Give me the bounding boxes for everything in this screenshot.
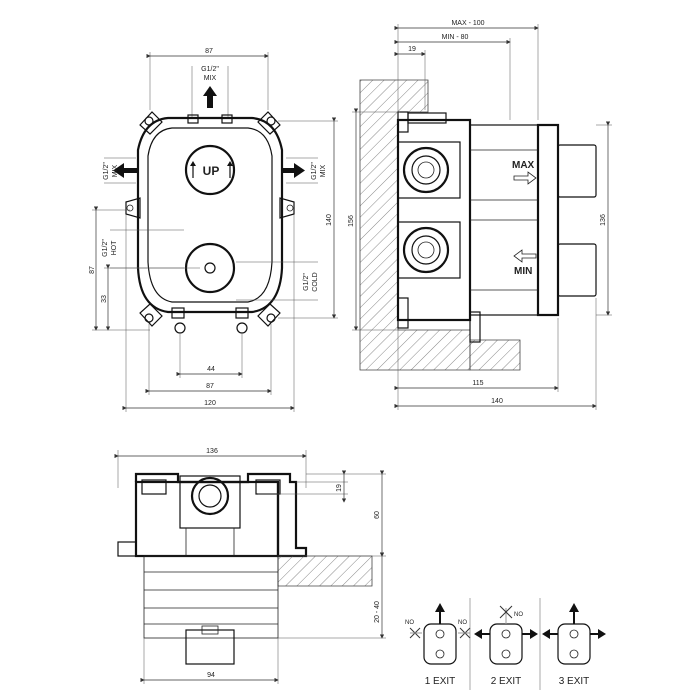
outlet-top-label: G1/2"	[201, 66, 219, 73]
max-label: MAX	[512, 160, 535, 171]
inlet-hot-sub: HOT	[111, 240, 118, 256]
bottom-port	[179, 475, 241, 529]
exit-1-right-cross-icon	[458, 627, 471, 639]
dim-bottom-120: 120	[204, 400, 216, 407]
mounting-ear-tl	[139, 111, 163, 135]
dim-19-bottom: 19	[336, 484, 343, 492]
min-arrow-icon	[513, 249, 537, 263]
dim-136-side: 136	[600, 214, 607, 226]
dim-115: 115	[472, 380, 483, 387]
inlet-hot-label: G1/2"	[102, 239, 109, 257]
exit-icon-2: NO 2 EXIT	[474, 605, 538, 687]
outlet-top-sub: MIX	[204, 75, 217, 82]
dim-max-100: MAX - 100	[451, 20, 484, 27]
outlet-left-sub: MIX	[112, 164, 119, 177]
bottom-body-top	[134, 472, 308, 558]
outlet-top-arrow-icon	[203, 86, 217, 108]
mounting-ear-tr	[257, 111, 281, 135]
exit-1-label: 1 EXIT	[425, 676, 456, 687]
dim-top-87: 87	[205, 48, 213, 55]
dim-left-33: 33	[101, 295, 108, 303]
dim-19: 19	[408, 46, 416, 53]
upper-port-circle	[184, 144, 236, 196]
outlet-left-arrow-icon	[113, 163, 138, 178]
dim-min-80: MIN - 80	[442, 34, 469, 41]
exit-1-no-left: NO	[405, 620, 414, 626]
up-label: UP	[203, 164, 220, 178]
dim-140-side: 140	[491, 398, 503, 405]
exit-2-no-top: NO	[514, 612, 523, 618]
dim-left-87: 87	[89, 266, 96, 274]
outlet-left-label: G1/2"	[103, 162, 110, 180]
outlet-right-arrow-icon	[282, 163, 305, 178]
inlet-cold-label: G1/2"	[303, 273, 310, 291]
side-clip-right	[279, 197, 295, 219]
mounting-ear-bl	[139, 303, 163, 327]
front-view: 87 G1/2" MIX	[89, 48, 338, 412]
exit-2-top-cross-icon	[499, 605, 513, 624]
side-view: MAX - 100 MIN - 80 19	[348, 20, 612, 410]
up-arrow-icons	[190, 161, 233, 178]
exit-icons: NO NO 1 EXIT NO 2 EXIT	[405, 598, 606, 690]
dim-bottom-87: 87	[206, 383, 214, 390]
outlet-right-label: G1/2"	[311, 162, 318, 180]
mounting-ear-br	[257, 303, 281, 327]
exit-icon-1: NO NO 1 EXIT	[405, 603, 471, 687]
dim-94: 94	[207, 672, 215, 679]
exit-3-label: 3 EXIT	[559, 676, 590, 687]
exit-icon-3: 3 EXIT	[542, 603, 606, 687]
exit-2-label: 2 EXIT	[491, 676, 522, 687]
dim-156: 156	[348, 215, 355, 227]
inlet-cold-sub: COLD	[312, 272, 319, 291]
side-upper-port	[397, 141, 461, 199]
dim-right-140: 140	[326, 214, 333, 226]
outlet-right-sub: MIX	[320, 164, 327, 177]
min-label: MIN	[514, 266, 532, 277]
exit-1-left-cross-icon	[409, 627, 422, 639]
dim-60: 60	[374, 511, 381, 519]
valve-body-outline	[136, 116, 284, 314]
dim-bottom-44: 44	[207, 366, 215, 373]
exit-1-no-right: NO	[458, 620, 467, 626]
side-lower-port	[397, 221, 461, 279]
max-arrow-icon	[513, 171, 537, 185]
dim-136-bottom: 136	[206, 448, 218, 455]
dim-20-40: 20 - 40	[374, 601, 381, 623]
bottom-view: 136 19 60 20 - 40	[114, 448, 386, 684]
